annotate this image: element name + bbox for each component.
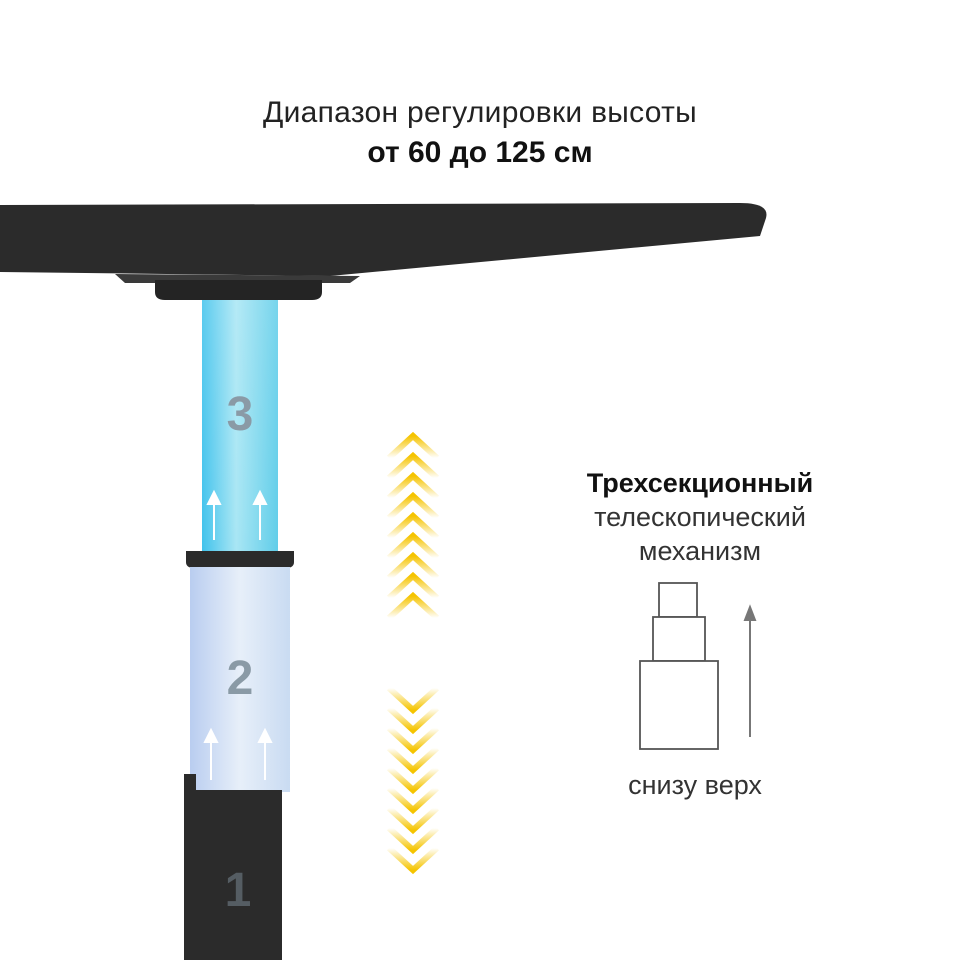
desktop-surface [0,203,767,276]
section-1 [184,774,282,960]
section-1-number: 1 [225,864,252,917]
height-range-title: Диапазон регулировки высоты [262,96,698,129]
mechanism-description: Трехсекционный телескопический механизм [520,466,880,568]
direction-label: снизу верх [628,770,762,800]
mechanism-title: Трехсекционный [586,468,814,498]
section-2 [190,567,290,792]
mechanism-subtitle-1: телескопический [594,502,806,532]
heading: Диапазон регулировки высоты от 60 до 125… [0,96,960,170]
mechanism-subtitle-2: механизм [638,536,762,566]
up-arrows-section-3 [206,489,268,540]
height-range-value: от 60 до 125 см [367,136,593,169]
telescopic-schematic-icon [639,582,719,750]
collar-3 [186,551,294,568]
up-arrows-section-2 [203,727,273,780]
section-2-number: 2 [227,652,254,705]
mounting-plate [155,280,322,300]
arrow-up-icon [743,604,757,737]
height-adjust-chevrons [386,431,440,875]
section-3-number: 3 [227,388,254,441]
